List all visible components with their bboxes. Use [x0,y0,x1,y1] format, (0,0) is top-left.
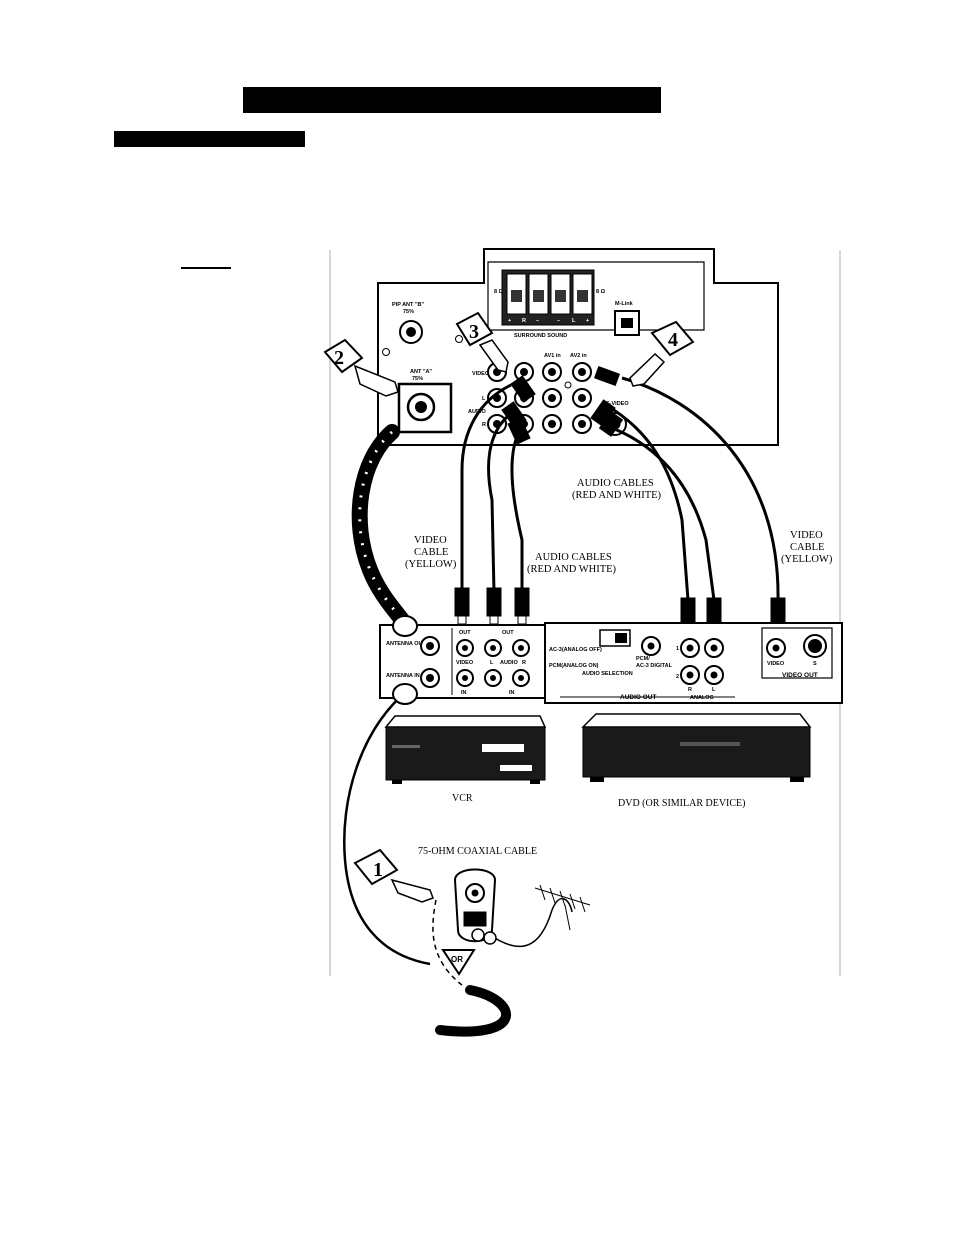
antenna-in-label: ANTENNA IN [386,673,420,679]
dvd-analog-jacks [680,638,724,685]
video-cable-left-label: VIDEO [414,535,447,546]
ac3-digital-label: AC-3 DIGITAL [636,663,673,669]
av2-label: AV2 in [570,353,587,359]
mlink-label: M-Link [615,301,634,307]
vcr-l-label: L [490,660,494,666]
surround-terminal-block: + R – – L + [501,269,595,326]
dvd-video-label: VIDEO [767,661,785,667]
video-cable-right-label-2: CABLE [790,542,824,553]
dvd-video-jack [766,638,786,658]
tv-back-panel [329,248,841,976]
hand-pointer-icon [478,339,509,373]
cables [343,376,780,1037]
step-1-number: 1 [373,859,383,881]
vcr-audio-label: AUDIO [500,660,518,666]
pcm-on-label: PCM(ANALOG ON) [549,663,599,669]
dvd-1-label: 1 [676,646,679,652]
rooftop-antenna [534,884,591,931]
underline-mark [181,267,231,269]
video-cable-right-color: (YELLOW) [781,554,833,565]
mlink-port-inner [621,318,633,328]
video-cable-left-color: (YELLOW) [405,559,457,570]
video-cable-right-label: VIDEO [790,530,823,541]
or-label: OR [451,955,463,964]
dvd-2-label: 2 [676,674,679,680]
step-4-number: 4 [668,329,678,351]
coax-caption: 75-OHM COAXIAL CABLE [418,846,537,857]
ant-a-label: ANT "A" [410,369,432,375]
audio-out-label: AUDIO OUT [620,694,657,701]
video-out-label: VIDEO OUT [782,672,818,679]
vcr-r-label: R [522,660,526,666]
antenna-out-label: ANTENNA OUT [386,641,426,647]
pcm-label: PCM/ [636,656,650,662]
dvd-digital-jack [641,636,661,656]
video-cable-left-label-2: CABLE [414,547,448,558]
tv-video-label: VIDEO [472,371,490,377]
vcr-in-label-2: IN [509,690,515,696]
dvd-device [581,713,812,782]
step-2-callout: 2 [323,338,399,397]
ohm-left-label: 8 Ω [494,289,504,295]
title-bar [243,87,661,113]
surround-mark: + [586,318,589,324]
step-2-number: 2 [334,347,344,369]
vcr-coax-connectors [392,615,418,705]
dvd-s-label: S [813,661,817,667]
step-3-callout: 3 [455,311,509,373]
tv-l-label: L [482,396,486,402]
audio-cables-left-color: (RED AND WHITE) [527,564,617,575]
pip-ohm-label: 75% [403,309,414,315]
pip-antenna-jack [399,320,423,344]
step-4-callout: 4 [629,320,695,387]
surround-mark: + [508,318,511,324]
vcr-av-jacks [456,639,530,687]
pip-ant-label: PIP ANT "B" [392,302,425,308]
step-1-callout: 1 [353,848,434,903]
audio-cables-left-label: AUDIO CABLES [535,552,612,563]
ant-a-jack [406,392,436,422]
vcr-video-label: VIDEO [456,660,474,666]
vcr-caption: VCR [452,793,473,804]
subtitle-bar [114,131,305,147]
audio-cables-right-color: (RED AND WHITE) [572,490,662,501]
step-3-number: 3 [469,321,479,343]
dvd-analog-label: ANALOG [690,695,714,701]
surround-mark: – [536,318,539,324]
av1-label: AV1 in [544,353,561,359]
hand-pointer-icon [390,878,434,903]
vcr-in-label: IN [461,690,467,696]
vcr-antenna-jacks [420,636,440,688]
dvd-s-video-jack [803,634,827,658]
audio-selection-label: AUDIO SELECTION [582,671,633,677]
vcr-device [384,715,547,784]
or-marker: OR [441,949,476,976]
vcr-out-label: OUT [459,630,471,636]
ohm-right-label: 8 Ω [596,289,606,295]
dvd-r-label: R [688,687,692,693]
surround-mark: R [522,318,526,324]
hand-pointer-icon [353,364,399,397]
surround-sound-label: SURROUND SOUND [514,333,567,339]
surround-mark: – [557,318,560,324]
hand-pointer-icon [629,352,666,387]
audio-cables-right-label: AUDIO CABLES [577,478,654,489]
s-video-label: S-VIDEO [606,401,629,407]
rca-plug-ends [454,587,786,631]
tv-r-label: R [482,422,486,428]
surround-mark: L [572,318,576,324]
dvd-caption: DVD (OR SIMILAR DEVICE) [618,798,746,809]
antenna-adapter [453,868,497,945]
ant-a-ohm-label: 75% [412,376,423,382]
vcr-out-label-2: OUT [502,630,514,636]
ac3-off-label: AC-3(ANALOG OFF) [549,647,602,653]
dvd-l-label: L [712,687,716,693]
